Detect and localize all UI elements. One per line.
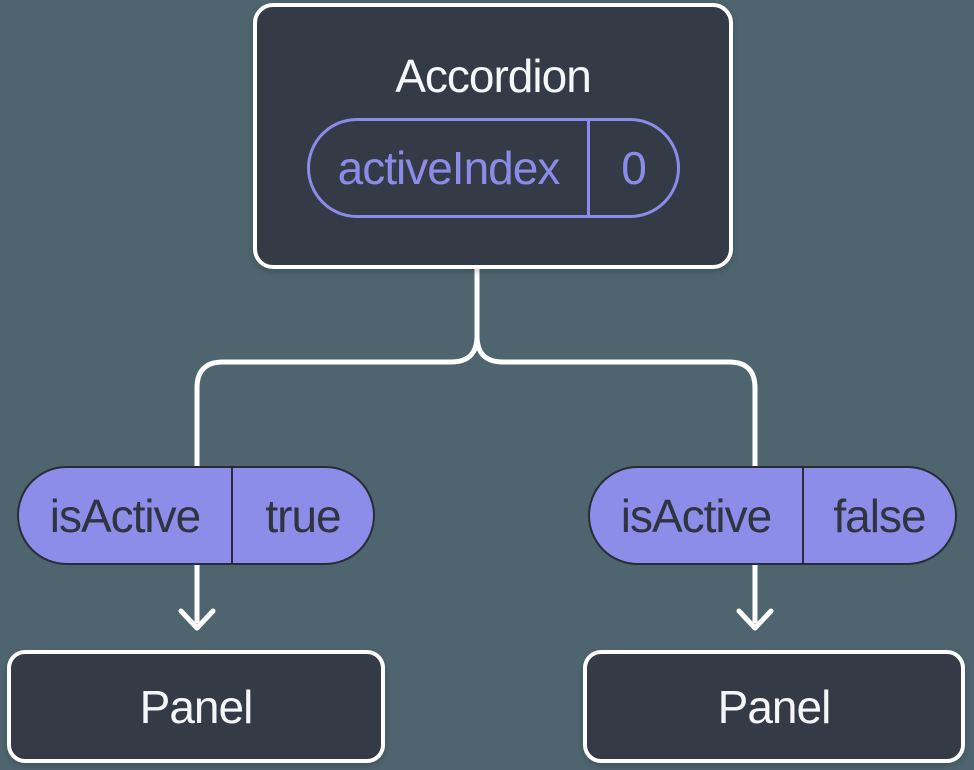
accordion-node: Accordion activeIndex 0 [253,3,733,269]
state-pill: activeIndex 0 [307,118,680,218]
state-pill-value: 0 [621,142,647,194]
connector-right-branch [474,262,758,624]
connector-left-branch [194,262,480,624]
prop-pill-right: isActive false [588,466,957,565]
down-arrowhead-left-icon [178,608,216,631]
panel-node-right: Panel [583,650,965,763]
accordion-node-title: Accordion [395,50,592,102]
prop-pill-right-label: isActive [590,468,804,563]
panel-node-left: Panel [7,650,385,763]
state-pill-label: activeIndex [310,121,590,215]
prop-pill-left-label: isActive [19,468,233,563]
prop-pill-left: isActive true [17,466,375,565]
down-arrowhead-right-icon [736,608,774,631]
prop-pill-left-value: true [265,489,341,542]
prop-pill-right-value: false [833,489,926,542]
